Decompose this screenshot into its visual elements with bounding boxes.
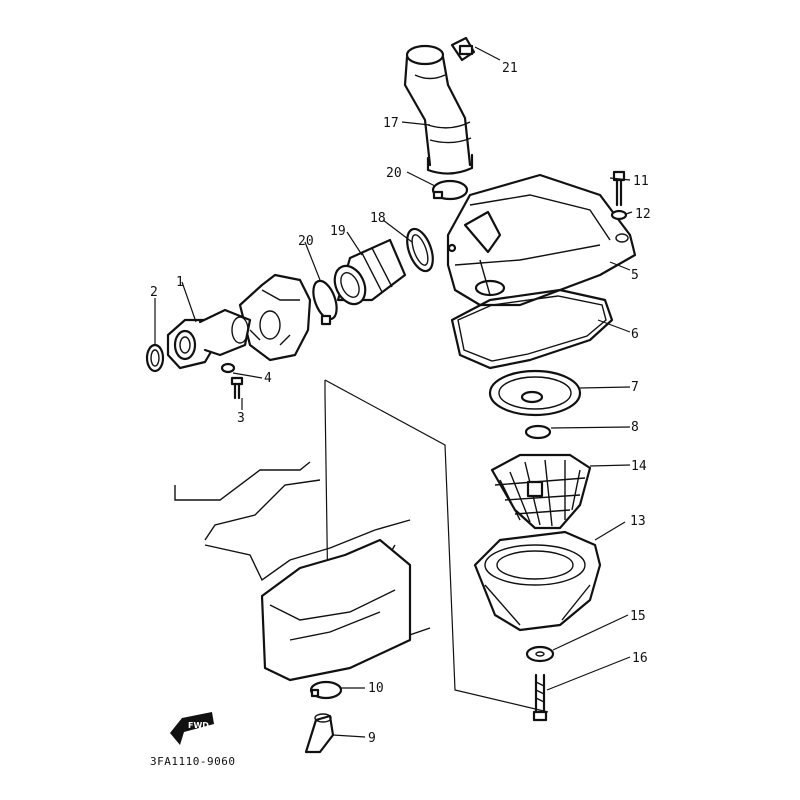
part-12-washer <box>610 209 628 221</box>
part-15-washer <box>525 645 555 663</box>
callout-15: 15 <box>630 609 646 624</box>
part-2-o-ring <box>145 343 165 373</box>
leader-lines <box>154 46 633 738</box>
callout-11: 11 <box>633 174 649 189</box>
callout-6: 6 <box>631 327 639 342</box>
drawing-code: 3FA1110-9060 <box>150 755 235 768</box>
callout-16: 16 <box>632 651 648 666</box>
part-9-drain-plug <box>304 713 335 754</box>
part-18-joint-ring <box>406 227 457 273</box>
part-20-clamp-left <box>312 279 338 326</box>
part-14-filter-cage <box>490 453 592 530</box>
callout-1: 1 <box>176 275 184 290</box>
fwd-arrow-icon: FWD <box>170 712 214 745</box>
callout-8: 8 <box>631 420 639 435</box>
callout-10: 10 <box>368 681 384 696</box>
part-4-washer <box>220 362 236 374</box>
callout-2: 2 <box>150 285 158 300</box>
callout-19: 19 <box>330 224 346 239</box>
callout-13: 13 <box>630 514 646 529</box>
callout-7: 7 <box>631 380 639 395</box>
part-16-bolt <box>532 673 548 722</box>
part-6-gasket <box>450 288 614 370</box>
callout-21: 21 <box>502 61 518 76</box>
part-21-elbow-fitting <box>450 36 476 62</box>
part-13-filter-element <box>473 530 602 632</box>
fwd-label: FWD <box>188 721 209 730</box>
callout-labels: 21 17 20 11 12 5 6 7 8 14 13 15 16 18 19… <box>150 61 651 746</box>
callout-3: 3 <box>237 411 245 426</box>
part-1-carburetor-joint <box>166 308 252 370</box>
callout-4: 4 <box>264 371 272 386</box>
air-box-lower <box>260 379 549 713</box>
part-20-clamp-top <box>431 179 469 201</box>
callout-14: 14 <box>631 459 647 474</box>
part-8-o-ring <box>524 424 552 440</box>
callout-9: 9 <box>368 731 376 746</box>
part-10-clamp <box>309 680 343 700</box>
callout-12: 12 <box>635 207 651 222</box>
part-17-intake-hose <box>403 44 474 175</box>
callout-20-left: 20 <box>298 234 314 249</box>
carburetor-body <box>238 273 312 362</box>
part-11-bolt <box>612 170 626 207</box>
callout-20-top: 20 <box>386 166 402 181</box>
part-19-intake-duct <box>333 238 407 306</box>
callout-17: 17 <box>383 116 399 131</box>
callout-5: 5 <box>631 268 639 283</box>
part-7-filter-cap <box>488 369 582 417</box>
part-5-air-box-cover <box>446 173 637 307</box>
callout-18: 18 <box>370 211 386 226</box>
part-3-screw <box>230 376 244 400</box>
